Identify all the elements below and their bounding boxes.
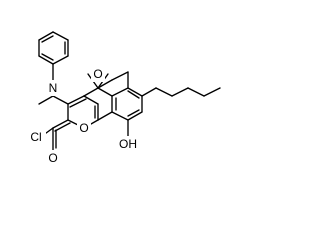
bond: [54, 122, 71, 132]
bond: [141, 87, 157, 97]
nitrogen-label: N: [49, 81, 58, 95]
bond: [111, 111, 129, 121]
bond: [127, 90, 140, 99]
bond: [97, 111, 113, 121]
bond: [83, 95, 99, 105]
hydroxyl-label: OH: [119, 137, 137, 151]
chlorine-label: Cl: [30, 130, 41, 144]
bond: [38, 55, 54, 65]
bond: [38, 95, 54, 105]
label-background: [77, 120, 91, 136]
bond: [41, 53, 54, 61]
bond: [127, 109, 140, 117]
bond: [38, 31, 54, 41]
pyran-oxygen-label: O: [93, 67, 102, 81]
bond: [155, 87, 173, 97]
carbonyl-oxygen-label: O: [48, 151, 57, 165]
label-background: [46, 150, 60, 166]
label-background: [91, 66, 105, 82]
bond: [171, 87, 189, 97]
label-background: [26, 129, 46, 145]
bond: [67, 95, 85, 105]
bond: [52, 55, 69, 65]
atom-labels: N O O O OH Cl: [26, 66, 138, 166]
label-background: [118, 136, 138, 152]
bond: [52, 95, 69, 105]
bond: [52, 119, 69, 129]
bond: [203, 87, 221, 97]
bond: [97, 79, 113, 89]
bond: [187, 87, 205, 97]
bond: [52, 31, 69, 41]
label-background: [46, 80, 60, 96]
bond: [41, 35, 54, 43]
bond: [69, 98, 87, 108]
bond: [97, 87, 113, 97]
chemical-structure: N O O O OH Cl: [26, 31, 221, 166]
bond: [111, 87, 129, 97]
bond: [127, 87, 143, 97]
bond: [111, 71, 129, 81]
lactone-oxygen-label: O: [79, 121, 88, 135]
bond-layer: [38, 31, 221, 151]
bond: [127, 111, 143, 121]
bond: [83, 87, 99, 97]
